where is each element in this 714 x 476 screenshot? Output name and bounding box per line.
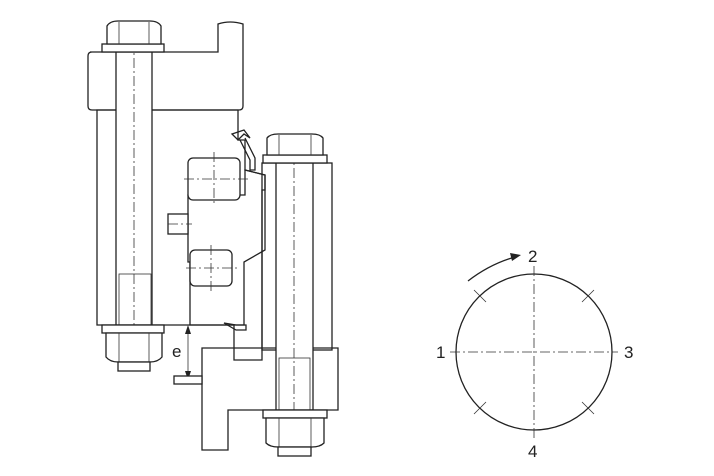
lower-roller (186, 245, 238, 292)
position-label-2: 2 (528, 247, 537, 266)
position-diagram: 1 2 3 4 (436, 247, 633, 461)
bottom-seal (223, 322, 247, 331)
upper-roller (184, 152, 248, 205)
plug (167, 213, 192, 235)
position-label-3: 3 (624, 343, 633, 362)
dimension-label-e: e (172, 342, 181, 361)
bottom-bracket (201, 347, 339, 451)
dial-gauge-tip (173, 375, 203, 385)
right-bolt (262, 133, 328, 457)
position-label-4: 4 (528, 442, 537, 461)
position-label-1: 1 (436, 343, 445, 362)
rotation-arrow (467, 256, 516, 282)
left-bolt (101, 20, 165, 372)
top-flange (87, 21, 244, 111)
arrow-head-icon (510, 253, 521, 261)
clearance-dimension: e (172, 325, 203, 385)
top-seal (230, 129, 256, 171)
